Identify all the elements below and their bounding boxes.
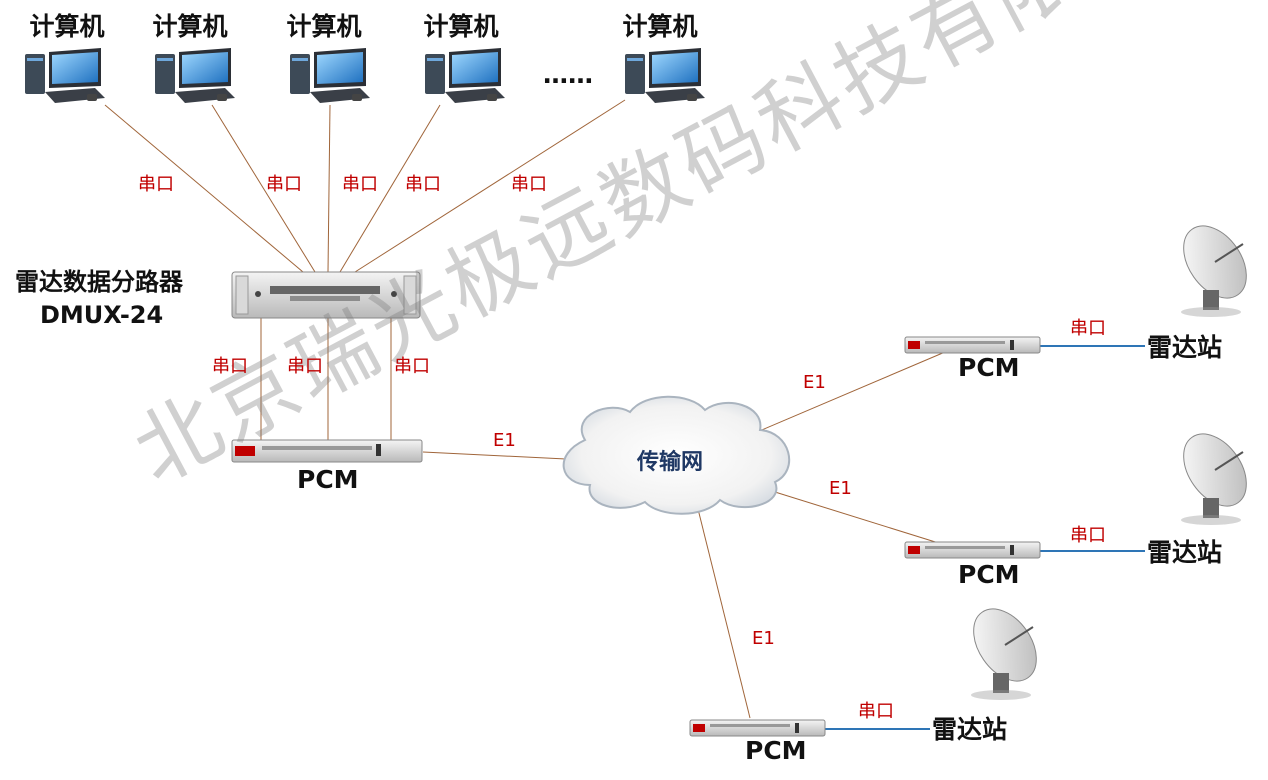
serial-label: 串口 bbox=[1070, 525, 1106, 546]
computer-icon bbox=[290, 48, 370, 103]
radar-dish-icon bbox=[971, 608, 1037, 700]
pcm-device-main bbox=[231, 439, 423, 463]
serial-label: 串口 bbox=[394, 356, 430, 377]
serial-label: 串口 bbox=[1070, 318, 1106, 339]
cloud-icon bbox=[562, 395, 791, 515]
computer-label: 计算机 bbox=[286, 12, 362, 41]
e1-label: E1 bbox=[829, 478, 852, 499]
computer-label: 计算机 bbox=[622, 12, 698, 41]
computer-icon bbox=[25, 48, 105, 103]
pcm-label: PCM bbox=[297, 465, 359, 494]
pcm-device-remote bbox=[904, 336, 1041, 354]
serial-label: 串口 bbox=[858, 701, 894, 722]
pcm-label: PCM bbox=[958, 560, 1020, 589]
radar-dish-icon bbox=[1181, 225, 1247, 317]
radar-station-label: 雷达站 bbox=[1147, 333, 1223, 362]
network-label: 传输网 bbox=[637, 450, 704, 475]
serial-label: 串口 bbox=[266, 174, 302, 195]
computer-icon bbox=[155, 48, 235, 103]
pcm-label: PCM bbox=[745, 736, 807, 765]
radar-serial-links bbox=[825, 345, 1145, 730]
computer-label: 计算机 bbox=[29, 12, 105, 41]
router-name: 雷达数据分路器 bbox=[15, 268, 183, 296]
pcm-device-remote bbox=[904, 541, 1041, 559]
computer-icon bbox=[425, 48, 505, 103]
e1-links bbox=[422, 351, 946, 719]
serial-label: 串口 bbox=[511, 174, 547, 195]
computer-icon bbox=[625, 48, 705, 103]
router-model: DMUX-24 bbox=[40, 301, 164, 329]
radar-station-label: 雷达站 bbox=[932, 715, 1008, 744]
pcm-device-remote bbox=[689, 719, 826, 737]
router-pcm-links bbox=[260, 318, 392, 440]
router-device bbox=[231, 271, 421, 319]
e1-label: E1 bbox=[803, 372, 826, 393]
pcm-label: PCM bbox=[958, 353, 1020, 382]
computer-icons bbox=[25, 48, 705, 103]
computer-ellipsis: …… bbox=[543, 60, 593, 89]
computer-links bbox=[104, 99, 626, 273]
computer-label: 计算机 bbox=[423, 12, 499, 41]
serial-label: 串口 bbox=[342, 174, 378, 195]
radar-station-label: 雷达站 bbox=[1147, 538, 1223, 567]
e1-label: E1 bbox=[493, 430, 516, 451]
serial-label: 串口 bbox=[138, 174, 174, 195]
serial-label: 串口 bbox=[287, 356, 323, 377]
computer-label: 计算机 bbox=[152, 12, 228, 41]
e1-label: E1 bbox=[752, 628, 775, 649]
serial-label: 串口 bbox=[212, 356, 248, 377]
radar-dish-icon bbox=[1181, 433, 1247, 525]
serial-label: 串口 bbox=[405, 174, 441, 195]
